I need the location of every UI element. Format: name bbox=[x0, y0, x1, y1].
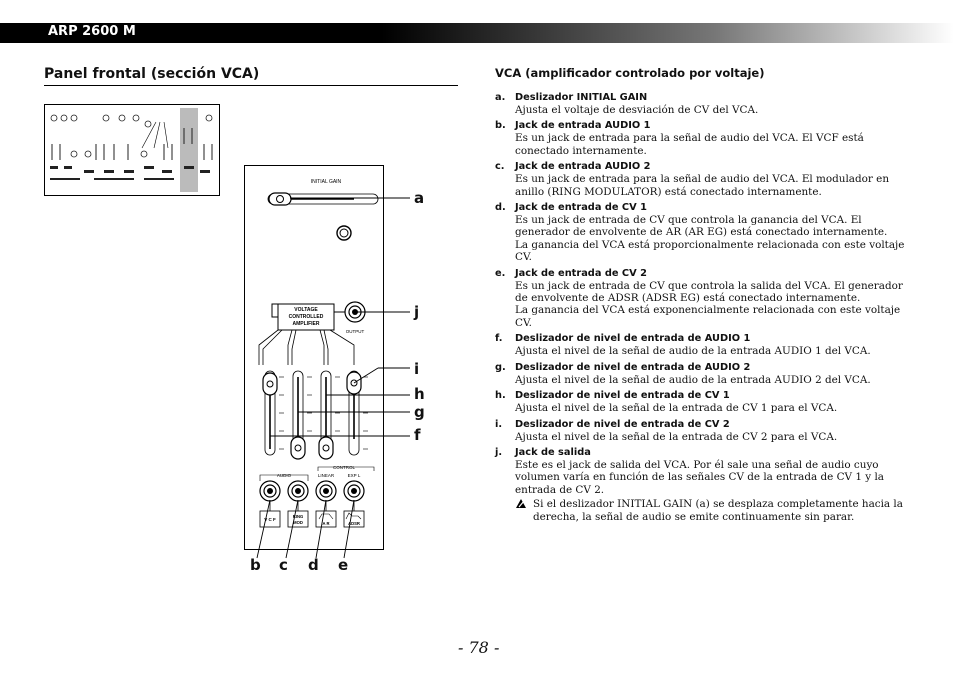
item-body: Es un jack de entrada de CV que controla… bbox=[515, 214, 888, 239]
callout-i: i bbox=[414, 360, 420, 378]
note: Si el deslizador INITIAL GAIN (a) se des… bbox=[515, 498, 915, 523]
item-body: Ajusta el nivel de la señal de audio de … bbox=[515, 373, 871, 386]
section-rule bbox=[44, 85, 458, 86]
jack-label-vcf: V C F bbox=[264, 517, 276, 522]
jack-label-ar: A R bbox=[322, 521, 329, 526]
callout-a: a bbox=[414, 189, 425, 207]
item-f: f.Deslizador de nivel de entrada de AUDI… bbox=[495, 332, 915, 357]
trimmer-knob bbox=[336, 225, 352, 241]
item-head: Deslizador INITIAL GAIN bbox=[515, 92, 648, 103]
item-head: Deslizador de nivel de entrada de AUDIO … bbox=[515, 333, 751, 345]
page-number: - 78 - bbox=[458, 638, 500, 657]
label-output: OUTPUT bbox=[346, 329, 365, 334]
initial-gain-slider bbox=[268, 192, 292, 206]
item-a: a.Deslizador INITIAL GAIN Ajusta el volt… bbox=[495, 91, 915, 116]
label-control: CONTROL bbox=[333, 465, 355, 470]
callout-d: d bbox=[308, 556, 319, 574]
item-body: Es un jack de entrada para la señal de a… bbox=[515, 132, 864, 157]
item-d: d.Jack de entrada de CV 1 Es un jack de … bbox=[495, 201, 915, 264]
vca-box bbox=[277, 303, 335, 331]
callout-j: j bbox=[414, 303, 420, 321]
header-title: ARP 2600 M bbox=[48, 24, 136, 39]
item-i: i.Deslizador de nivel de entrada de CV 2… bbox=[495, 418, 915, 443]
item-head: Jack de entrada de CV 1 bbox=[515, 202, 647, 214]
header-bar: ARP 2600 M bbox=[0, 23, 954, 43]
item-b: b.Jack de entrada AUDIO 1 Es un jack de … bbox=[495, 119, 915, 157]
jack-label-adsr: ADSR bbox=[348, 521, 360, 526]
item-h: h.Deslizador de nivel de entrada de CV 1… bbox=[495, 389, 915, 414]
item-body-extra: La ganancia del VCA está exponencialment… bbox=[515, 304, 901, 329]
slider-audio1 bbox=[262, 372, 278, 396]
item-body: Ajusta el voltaje de desviación de CV de… bbox=[515, 104, 759, 116]
item-head: Jack de entrada AUDIO 2 bbox=[515, 161, 651, 173]
callout-g: g bbox=[414, 403, 425, 421]
item-body: Ajusta el nivel de la señal de audio de … bbox=[515, 345, 871, 358]
item-head: Jack de salida bbox=[515, 446, 591, 458]
note-text: Si el deslizador INITIAL GAIN (a) se des… bbox=[533, 498, 903, 523]
callout-c: c bbox=[279, 556, 288, 574]
vca-line3: AMPLIFIER bbox=[293, 321, 320, 327]
item-g: g.Deslizador de nivel de entrada de AUDI… bbox=[495, 361, 915, 386]
item-body: Ajusta el nivel de la señal de la entrad… bbox=[515, 430, 838, 443]
section-title: Panel frontal (sección VCA) bbox=[44, 66, 260, 82]
slider-cv2 bbox=[346, 371, 362, 395]
item-head: Jack de entrada de CV 2 bbox=[515, 267, 647, 279]
callout-e: e bbox=[338, 556, 349, 574]
item-body: Es un jack de entrada de CV que controla… bbox=[515, 279, 903, 305]
item-c: c.Jack de entrada AUDIO 2 Es un jack de … bbox=[495, 160, 915, 198]
label-initial-gain: INITIAL GAIN bbox=[311, 179, 342, 185]
item-head: Deslizador de nivel de entrada de CV 2 bbox=[515, 418, 730, 430]
item-body: Este es el jack de salida del VCA. Por é… bbox=[515, 458, 884, 496]
description-title: VCA (amplificador controlado por voltaje… bbox=[495, 66, 765, 80]
label-expl: EXP L bbox=[348, 473, 361, 478]
item-body: Es un jack de entrada para la señal de a… bbox=[515, 173, 890, 198]
jack-label-ring1: RING bbox=[293, 514, 303, 519]
callout-f: f bbox=[414, 426, 421, 444]
vca-line2: CONTROLLED bbox=[289, 314, 324, 320]
item-e: e.Jack de entrada de CV 2 Es un jack de … bbox=[495, 267, 915, 330]
item-body-extra: La ganancia del VCA está proporcionalmen… bbox=[515, 238, 905, 264]
item-j: j.Jack de salida Este es el jack de sali… bbox=[495, 446, 915, 523]
callout-h: h bbox=[414, 385, 425, 403]
description-column: VCA (amplificador controlado por voltaje… bbox=[495, 66, 915, 526]
label-audio: AUDIO bbox=[277, 473, 292, 478]
item-body: Ajusta el nivel de la señal de la entrad… bbox=[515, 402, 838, 415]
item-head: Deslizador de nivel de entrada de AUDIO … bbox=[515, 361, 751, 373]
jack-label-ring2: MOD bbox=[293, 520, 303, 525]
label-linear: LINEAR bbox=[318, 473, 335, 478]
slider-cv1 bbox=[318, 436, 334, 460]
item-head: Jack de entrada AUDIO 1 bbox=[515, 120, 651, 132]
item-head: Deslizador de nivel de entrada de CV 1 bbox=[515, 390, 730, 402]
slider-audio2 bbox=[290, 436, 306, 460]
vca-line1: VOLTAGE bbox=[294, 307, 318, 313]
callout-b: b bbox=[250, 556, 261, 574]
warning-pencil-icon bbox=[515, 498, 533, 523]
front-panel-thumbnail bbox=[44, 104, 220, 196]
vca-panel-drawing: INITIAL GAIN VOLTAGE CONTROLLED AMPLIFIE… bbox=[244, 165, 384, 550]
